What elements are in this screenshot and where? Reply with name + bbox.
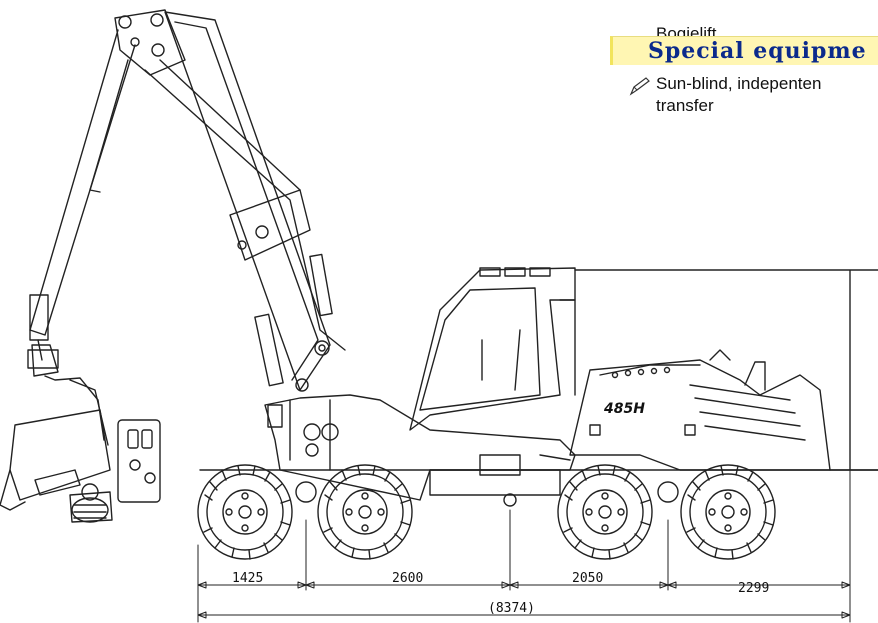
cab	[409, 267, 576, 431]
chassis-frame	[199, 394, 878, 501]
dim-segment-4: 2299	[738, 581, 769, 596]
wheel-front-2	[317, 464, 413, 560]
wheel-rear-2	[680, 464, 776, 560]
bogie-hub-front	[295, 481, 317, 503]
bullet-line-1: Sun-blind, indepenten	[656, 74, 822, 93]
harvester-head	[0, 344, 161, 523]
bullet-line-2: transfer	[656, 96, 714, 115]
section-title: Special equipme	[648, 38, 867, 64]
pen-icon	[629, 77, 650, 96]
section-header-bar	[610, 36, 878, 65]
dim-segment-3: 2050	[572, 571, 603, 586]
engine-housing	[569, 269, 878, 471]
wheel-rear-1	[557, 464, 653, 560]
dim-segment-2: 2600	[392, 571, 423, 586]
dim-segment-1: 1425	[232, 571, 263, 586]
model-badge: 485H	[603, 401, 645, 417]
dim-total: (8374)	[488, 601, 535, 616]
dimension-lines	[197, 469, 851, 623]
crane-boom	[29, 9, 346, 392]
bogie-hub-rear	[657, 481, 679, 503]
center-joint	[503, 493, 517, 507]
wheel-front-1	[197, 464, 293, 560]
